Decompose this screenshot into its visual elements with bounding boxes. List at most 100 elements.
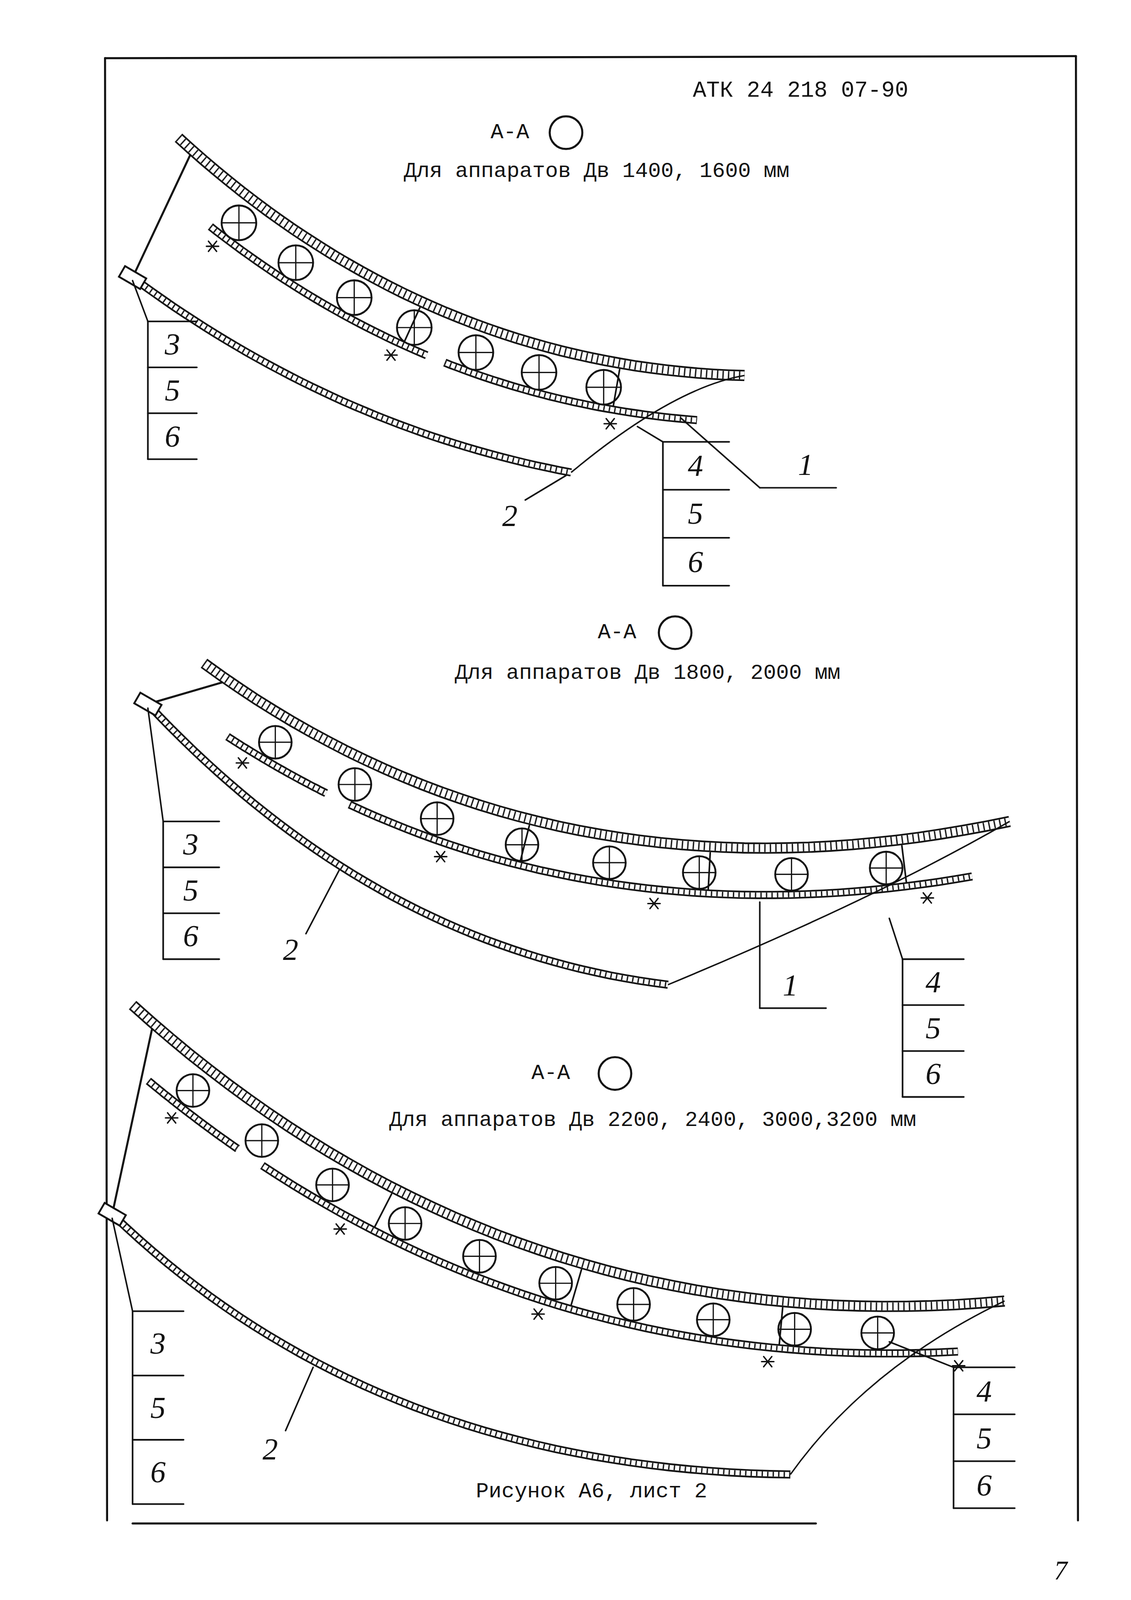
callout-table (147, 366, 197, 369)
coil-axis (295, 245, 297, 281)
callout-table (131, 1310, 134, 1504)
weld-mark (336, 1223, 345, 1234)
coil-pipe (775, 857, 809, 891)
leader-line (758, 901, 761, 1008)
coil-axis (555, 1266, 557, 1300)
callout-number: 5 (925, 1010, 941, 1044)
weld-mark (763, 1355, 772, 1366)
coil-pipe (869, 851, 903, 885)
section-heading: Для аппаратов Дв 1400, 1600 мм (403, 159, 789, 184)
flange (98, 1202, 126, 1226)
coil-axis (790, 857, 793, 891)
coil-axis (712, 1302, 715, 1336)
callout-number: 5 (976, 1420, 992, 1454)
callout-table (132, 1374, 184, 1376)
weld-mark (954, 1359, 963, 1370)
callout-number: 1 (798, 447, 814, 482)
vessel-shell-inner (203, 663, 1010, 848)
jacket-plate-hatch (349, 804, 972, 895)
weld-mark (649, 897, 659, 908)
coil-axis (353, 280, 355, 315)
coil-pipe (176, 1073, 210, 1107)
vessel-shell (132, 1004, 1005, 1306)
coil-pipe (861, 1316, 895, 1349)
callout-table (163, 820, 220, 823)
callout-number: 7 (1053, 1556, 1068, 1586)
coil-pipe (338, 767, 372, 801)
callout-table (953, 1365, 1015, 1368)
jacket-plate (444, 362, 697, 421)
coil-axis (885, 851, 888, 885)
callout-table (902, 1049, 964, 1052)
coil-pipe (316, 1167, 349, 1201)
coil-pipe (388, 1206, 422, 1240)
jacket-plate-inner (262, 1165, 958, 1354)
coil-axis (192, 1073, 194, 1107)
weld-mark (167, 1112, 176, 1123)
coil-axis (602, 369, 605, 405)
leader-line (681, 418, 760, 488)
callout-number: 4 (976, 1373, 992, 1408)
callout-number: 5 (687, 496, 704, 530)
callout-table (132, 1309, 184, 1312)
coil-pipe (617, 1287, 651, 1321)
weld-mark (238, 757, 247, 768)
callout-table (902, 958, 964, 960)
weld-mark (436, 850, 445, 862)
jacket-shell-hatch (147, 703, 668, 985)
figure-caption: Рисунок А6, лист 2 (475, 1479, 707, 1504)
weld-mark (534, 1308, 543, 1319)
weld-mark (336, 1223, 345, 1234)
leader-line (147, 707, 164, 821)
view-symbol (658, 616, 692, 649)
vessel-shell-inner (132, 1004, 1005, 1306)
spacer-plate (520, 824, 530, 861)
coil-pipe (592, 845, 626, 879)
callout-number: 5 (182, 872, 199, 907)
section-heading: А-А (531, 1061, 571, 1085)
vessel-shell (203, 663, 1010, 848)
section-heading: А-А (490, 120, 530, 145)
callout-number: 2 (262, 1431, 279, 1466)
callout-number: 4 (925, 964, 941, 999)
callout-table (132, 1438, 184, 1441)
coil-axis (698, 856, 701, 889)
coil-pipe (278, 245, 314, 281)
frame-line (1075, 56, 1078, 1521)
coil-pipe (245, 1123, 279, 1157)
leader-line (889, 918, 903, 959)
callout-table (163, 958, 220, 960)
jacket-plate-inner (349, 804, 972, 895)
weld-mark (238, 757, 247, 768)
coil-axis (436, 802, 438, 836)
leader-line (637, 426, 664, 442)
coil-axis (632, 1287, 635, 1321)
weld-mark (606, 418, 615, 429)
callout-table (162, 820, 165, 959)
break-line (668, 820, 1010, 985)
coil-axis (332, 1167, 334, 1201)
section-heading: Для аппаратов Дв 1800, 2000 мм (454, 661, 841, 685)
spacer-plate (570, 1269, 582, 1305)
callout-number: 6 (925, 1056, 941, 1090)
callout-number: 2 (283, 931, 299, 966)
leader-line (525, 475, 566, 500)
callout-number: 5 (150, 1389, 167, 1424)
weld-mark (534, 1308, 543, 1319)
jacket-shell (147, 703, 668, 985)
weld-mark (386, 349, 395, 360)
stud-bolt (132, 155, 191, 278)
callout-number: 3 (150, 1325, 167, 1360)
jacket-plate (349, 804, 972, 895)
weld-mark (208, 241, 217, 252)
document-code: АТК 24 218 07-90 (692, 79, 908, 104)
callout-table (147, 320, 197, 323)
view-symbol (598, 1056, 632, 1090)
coil-pipe (420, 802, 454, 836)
callout-table (163, 866, 220, 868)
weld-mark (606, 418, 615, 429)
callout-number: 2 (502, 498, 518, 533)
coil-axis (404, 1206, 406, 1240)
jacket-plate-hatch (262, 1165, 958, 1354)
